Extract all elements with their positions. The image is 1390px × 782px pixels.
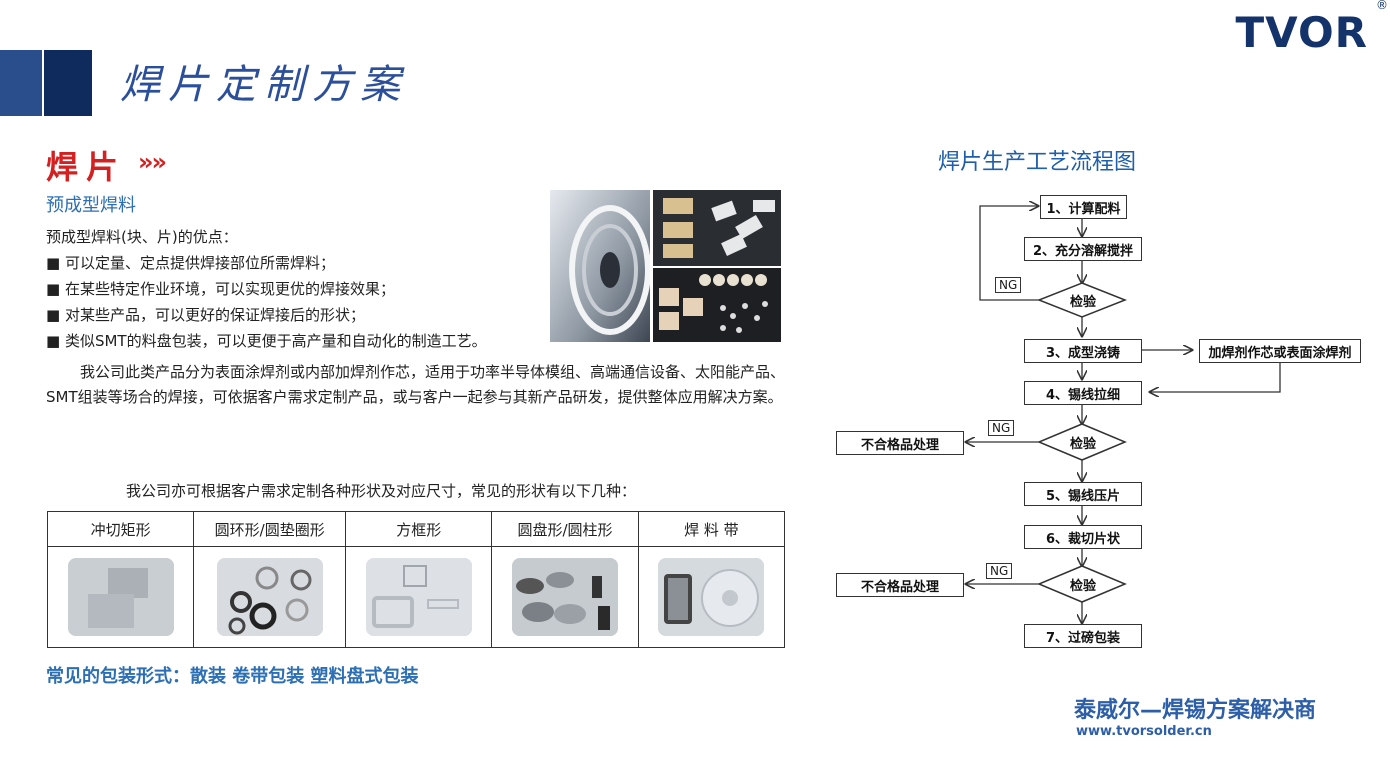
table-header-cell: 焊 料 带 bbox=[637, 511, 786, 547]
flow-reject-1: 不合格品处理 bbox=[836, 431, 964, 455]
flow-check-2: 检验 bbox=[1070, 437, 1097, 452]
page-title: 焊片定制方案 bbox=[120, 62, 408, 108]
section-title: 焊片 bbox=[46, 148, 127, 186]
list-item: ■ 在某些特定作业环境，可以实现更优的焊接效果； bbox=[46, 280, 395, 298]
flow-step-6: 6、裁切片状 bbox=[1024, 525, 1142, 549]
flow-step-4: 4、锡线拉细 bbox=[1024, 381, 1142, 405]
disc-preform-image bbox=[512, 558, 619, 636]
flowchart-title: 焊片生产工艺流程图 bbox=[938, 150, 1137, 175]
ng-label-1: NG bbox=[995, 277, 1022, 293]
solder-reel-photo bbox=[550, 190, 651, 342]
table-header-cell: 圆盘形/圆柱形 bbox=[491, 511, 639, 547]
brand-slogan: 泰威尔—焊锡方案解决商 bbox=[1074, 698, 1317, 723]
registered-mark: ® bbox=[1376, 0, 1388, 12]
section-arrows-icon: »» bbox=[138, 148, 167, 176]
advantages-list: ■ 可以定量、定点提供焊接部位所需焊料； ■ 在某些特定作业环境，可以实现更优的… bbox=[46, 250, 487, 354]
flow-side-process: 加焊剂作芯或表面涂焊剂 bbox=[1199, 339, 1361, 363]
flow-step-7: 7、过磅包装 bbox=[1024, 624, 1142, 648]
advantages-title: 预成型焊料(块、片)的优点： bbox=[46, 228, 238, 246]
flow-step-2: 2、充分溶解搅拌 bbox=[1024, 237, 1142, 261]
flowchart-connectors bbox=[820, 190, 1281, 660]
table-header-cell: 冲切矩形 bbox=[46, 511, 195, 547]
table-header-cell: 圆环形/圆垫圈形 bbox=[193, 511, 347, 547]
ng-label-3: NG bbox=[986, 563, 1013, 579]
solder-ribbon-image bbox=[658, 558, 765, 636]
flow-check-3: 检验 bbox=[1070, 579, 1097, 594]
ng-label-2: NG bbox=[988, 420, 1015, 436]
header-accent-bar-dark bbox=[44, 50, 92, 116]
website-link[interactable]: www.tvorsolder.cn bbox=[1076, 724, 1212, 739]
header-accent-bar bbox=[0, 50, 42, 116]
table-header-cell: 方框形 bbox=[345, 511, 493, 547]
section-subtitle: 预成型焊料 bbox=[46, 195, 136, 216]
shape-intro: 我公司亦可根据客户需求定制各种形状及对应尺寸，常见的形状有以下几种： bbox=[126, 482, 637, 500]
list-item: ■ 类似SMT的料盘包装，可以更便于高产量和自动化的制造工艺。 bbox=[46, 332, 487, 350]
brand-logo: TVOR bbox=[1235, 8, 1368, 57]
flow-step-1: 1、计算配料 bbox=[1040, 195, 1127, 219]
solder-preform-photo bbox=[653, 190, 781, 266]
rectangle-preform-image bbox=[67, 558, 174, 636]
flow-check-1: 检验 bbox=[1070, 295, 1097, 310]
frame-preform-image bbox=[365, 558, 472, 636]
description-paragraph: 我公司此类产品分为表面涂焊剂或内部加焊剂作芯，适用于功率半导体模组、高端通信设备… bbox=[46, 363, 786, 406]
list-item: ■ 对某些产品，可以更好的保证焊接后的形状； bbox=[46, 306, 365, 324]
solder-disc-photo bbox=[653, 268, 781, 342]
ring-preform-image bbox=[216, 558, 323, 636]
flow-step-5: 5、锡线压片 bbox=[1024, 482, 1142, 506]
packaging-info: 常见的包装形式：散装 卷带包装 塑料盘式包装 bbox=[46, 666, 419, 687]
flow-reject-2: 不合格品处理 bbox=[836, 573, 964, 597]
shapes-table: 冲切矩形 圆环形/圆垫圈形 方框形 圆盘形/圆柱形 焊 料 带 bbox=[46, 511, 786, 648]
list-item: ■ 可以定量、定点提供焊接部位所需焊料； bbox=[46, 254, 335, 272]
flow-step-3: 3、成型浇铸 bbox=[1024, 339, 1142, 363]
